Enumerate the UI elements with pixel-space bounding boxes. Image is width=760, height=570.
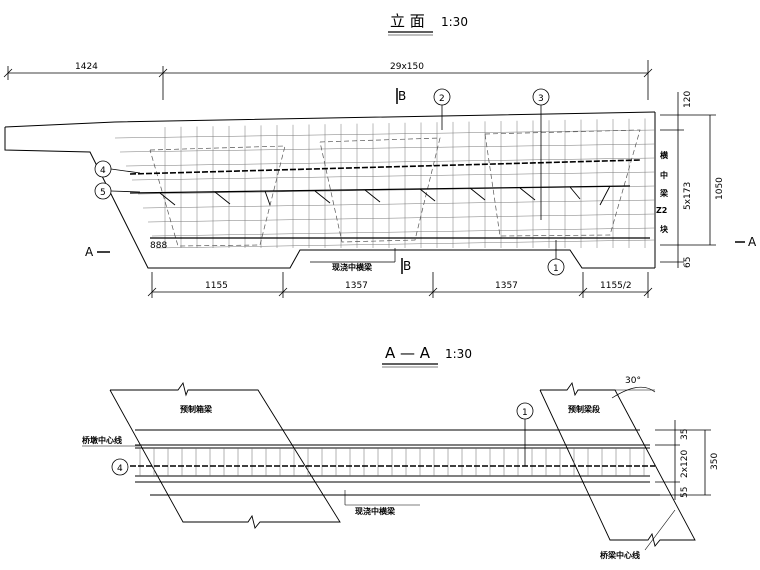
section-scale: 1:30: [445, 347, 472, 361]
section-left-beam: [109, 381, 341, 529]
section-a-left: A: [85, 245, 94, 259]
tendon-4: [129, 159, 641, 175]
label-precast-box: 预制箱梁: [180, 404, 213, 414]
angle-30: 30°: [625, 376, 641, 386]
label-pier-centerline: 桥墩中心线: [82, 435, 122, 445]
dim-1357-a: 1357: [345, 281, 368, 291]
callout-2: 2: [439, 94, 445, 104]
dim-120: 120: [683, 91, 693, 108]
dim-65: 65: [683, 257, 693, 268]
label-bridge-centerline: 桥梁中心线: [600, 550, 640, 560]
callout-5: 5: [100, 188, 106, 198]
beam-outline: [4, 111, 656, 269]
stirrups: [159, 185, 611, 206]
callouts-section: [111, 402, 534, 476]
section-ticks: [139, 448, 645, 476]
right-char-3: 梁: [659, 188, 669, 198]
sdim-2x120: 2x120: [680, 449, 690, 478]
sdim-350: 350: [710, 453, 720, 470]
elevation-scale: 1:30: [441, 15, 468, 29]
sdim-55: 55: [680, 487, 690, 498]
section-callout-4: 4: [117, 464, 123, 474]
right-char-1: 横: [660, 150, 669, 160]
label-cast-beam-section: 现浇中横梁: [355, 506, 396, 516]
callouts-elevation: [94, 88, 565, 276]
section-slab: [135, 429, 660, 496]
section-right-dimension: [655, 420, 711, 500]
dashed-openings: [149, 129, 641, 247]
rebar-grid: [114, 118, 656, 249]
section-b-top: B: [398, 89, 406, 103]
label-cast-beam: 现浇中横梁: [332, 262, 373, 272]
dim-5x173: 5x173: [683, 182, 693, 210]
dim-1050: 1050: [715, 177, 725, 200]
top-dimension: [3, 60, 653, 100]
tendon-5: [129, 185, 631, 194]
elevation-title: 立 面: [390, 12, 425, 30]
callout-1: 1: [553, 264, 559, 274]
section-right-beam: [539, 381, 696, 547]
right-char-2: 中: [660, 170, 668, 180]
right-char-4: Z2: [656, 206, 667, 215]
label-precast-seg: 预制梁段: [568, 404, 600, 414]
dim-1357-b: 1357: [495, 281, 518, 291]
dim-1155: 1155: [205, 281, 228, 291]
right-dimension: [660, 92, 716, 268]
right-char-5: 块: [660, 224, 669, 234]
section-a-right: A: [748, 235, 757, 249]
callout-4: 4: [100, 166, 106, 176]
sdim-35: 35: [680, 429, 690, 440]
section-title: A — A: [385, 344, 431, 362]
dim-1155-half: 1155/2: [600, 281, 632, 291]
dim-29x150: 29x150: [390, 62, 424, 72]
callout-3: 3: [538, 94, 544, 104]
section-b-bottom: B: [403, 259, 411, 273]
small-tag: 888: [150, 241, 167, 251]
section-callout-1: 1: [522, 408, 528, 418]
dim-1424: 1424: [75, 62, 98, 72]
bottom-dimension: [147, 272, 653, 298]
